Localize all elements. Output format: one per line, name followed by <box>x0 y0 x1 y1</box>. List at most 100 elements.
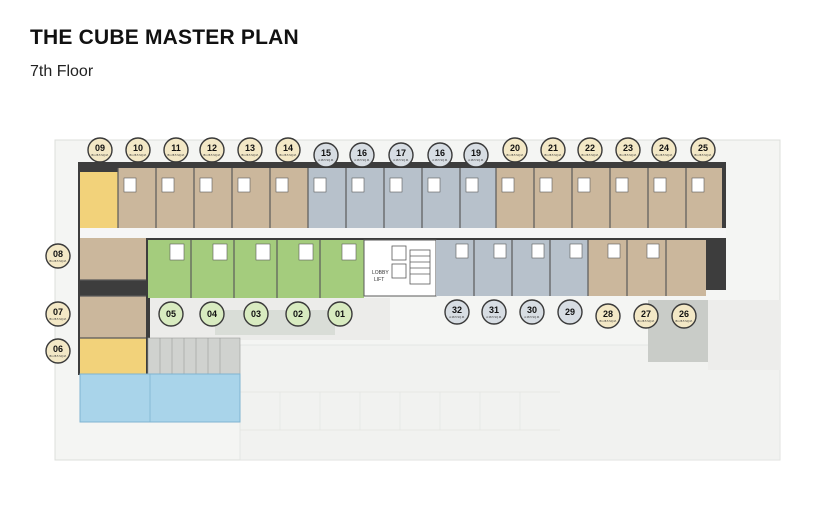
unit-badge-03[interactable]: 03 <box>243 301 269 327</box>
unit-number: 10 <box>133 143 143 153</box>
unit-number: 13 <box>245 143 255 153</box>
unit-size: A 28.5 SQ.M. <box>486 315 502 319</box>
unit-size: B1 28.5 SQ.M. <box>91 153 108 157</box>
unit-badge-circle <box>45 338 71 364</box>
unit-dividers-west <box>80 279 146 339</box>
ramp <box>708 300 780 370</box>
unit-block-yellow-top <box>80 172 118 232</box>
unit-size: B1 28.5 SQ.M. <box>581 153 598 157</box>
lift-label: LIFT <box>374 277 384 283</box>
unit-badge-01[interactable]: 01 <box>327 301 353 327</box>
unit-number: 16 <box>357 148 367 158</box>
unit-size: B1 28.5 SQ.M. <box>167 153 184 157</box>
unit-number: 26 <box>679 309 689 319</box>
unit-number: 28 <box>603 309 613 319</box>
unit-badge-circle <box>158 301 184 327</box>
lift-shafts <box>391 245 431 285</box>
unit-number: 12 <box>207 143 217 153</box>
unit-number: 01 <box>335 309 345 319</box>
unit-badge-circle <box>199 301 225 327</box>
planter <box>215 310 335 335</box>
unit-badge-31[interactable]: 31A 28.5 SQ.M. <box>481 299 507 325</box>
unit-badge-circle <box>502 137 528 163</box>
unit-number: 27 <box>641 309 651 319</box>
unit-size: B1 28.5 SQ.M. <box>49 317 66 321</box>
unit-size: A 28.5 SQ.M. <box>524 315 540 319</box>
unit-number: 30 <box>527 305 537 315</box>
unit-number: 31 <box>489 305 499 315</box>
unit-number: 23 <box>623 143 633 153</box>
unit-block-06 <box>80 338 146 374</box>
unit-badge-circle <box>45 301 71 327</box>
unit-badge-32[interactable]: 32A 28.5 SQ.M. <box>444 299 470 325</box>
unit-dividers-top <box>117 168 687 228</box>
unit-badge-circle <box>388 142 414 168</box>
unit-size: B1 28.5 SQ.M. <box>599 319 616 323</box>
swimming-pool <box>79 373 241 423</box>
unit-size: A 28.5 SQ.M. <box>318 158 334 162</box>
unit-badge-05[interactable]: 05 <box>158 301 184 327</box>
unit-badge-19[interactable]: 19A 28.5 SQ.M. <box>463 142 489 168</box>
unit-badge-17[interactable]: 17A 28.5 SQ.M. <box>388 142 414 168</box>
unit-number: 04 <box>207 309 217 319</box>
unit-number: 09 <box>95 143 105 153</box>
unit-badge-circle <box>615 137 641 163</box>
unit-badge-15[interactable]: 15A 28.5 SQ.M. <box>313 142 339 168</box>
unit-number: 14 <box>283 143 293 153</box>
unit-size: B1 28.5 SQ.M. <box>49 259 66 263</box>
unit-number: 11 <box>171 143 181 153</box>
unit-badge-02[interactable]: 02 <box>285 301 311 327</box>
unit-badge-circle <box>651 137 677 163</box>
unit-size: B1 28.5 SQ.M. <box>49 354 66 358</box>
unit-number: 15 <box>321 148 331 158</box>
unit-badge-29[interactable]: 29 <box>557 299 583 325</box>
unit-size: A 28.5 SQ.M. <box>468 158 484 162</box>
unit-size: B1 28.5 SQ.M. <box>619 153 636 157</box>
unit-badge-30[interactable]: 30A 28.5 SQ.M. <box>519 299 545 325</box>
unit-dividers-green <box>190 240 321 298</box>
unit-size: B1 28.5 SQ.M. <box>203 153 220 157</box>
unit-number: 06 <box>53 344 63 354</box>
unit-size: B1 28.5 SQ.M. <box>637 319 654 323</box>
unit-number: 32 <box>452 305 462 315</box>
lower-terrace <box>239 344 781 461</box>
corridor <box>80 228 726 238</box>
unit-size: B1 28.5 SQ.M. <box>694 153 711 157</box>
unit-number: 24 <box>659 143 669 153</box>
unit-badge-circle <box>125 137 151 163</box>
unit-badge-circle <box>444 299 470 325</box>
unit-size: B1 28.5 SQ.M. <box>675 319 692 323</box>
unit-badge-circle <box>557 299 583 325</box>
unit-badge-16[interactable]: 16A 28.5 SQ.M. <box>349 142 375 168</box>
unit-size: B1 28.5 SQ.M. <box>279 153 296 157</box>
unit-badge-circle <box>349 142 375 168</box>
unit-badge-circle <box>633 303 659 329</box>
unit-badge-04[interactable]: 04 <box>199 301 225 327</box>
unit-number: 03 <box>251 309 261 319</box>
unit-badge-circle <box>671 303 697 329</box>
unit-number: 25 <box>698 143 708 153</box>
unit-badge-16[interactable]: 16A 28.5 SQ.M. <box>427 142 453 168</box>
unit-block-tan-top-right <box>496 168 722 228</box>
unit-size: A 28.5 SQ.M. <box>432 158 448 162</box>
unit-badge-circle <box>237 137 263 163</box>
